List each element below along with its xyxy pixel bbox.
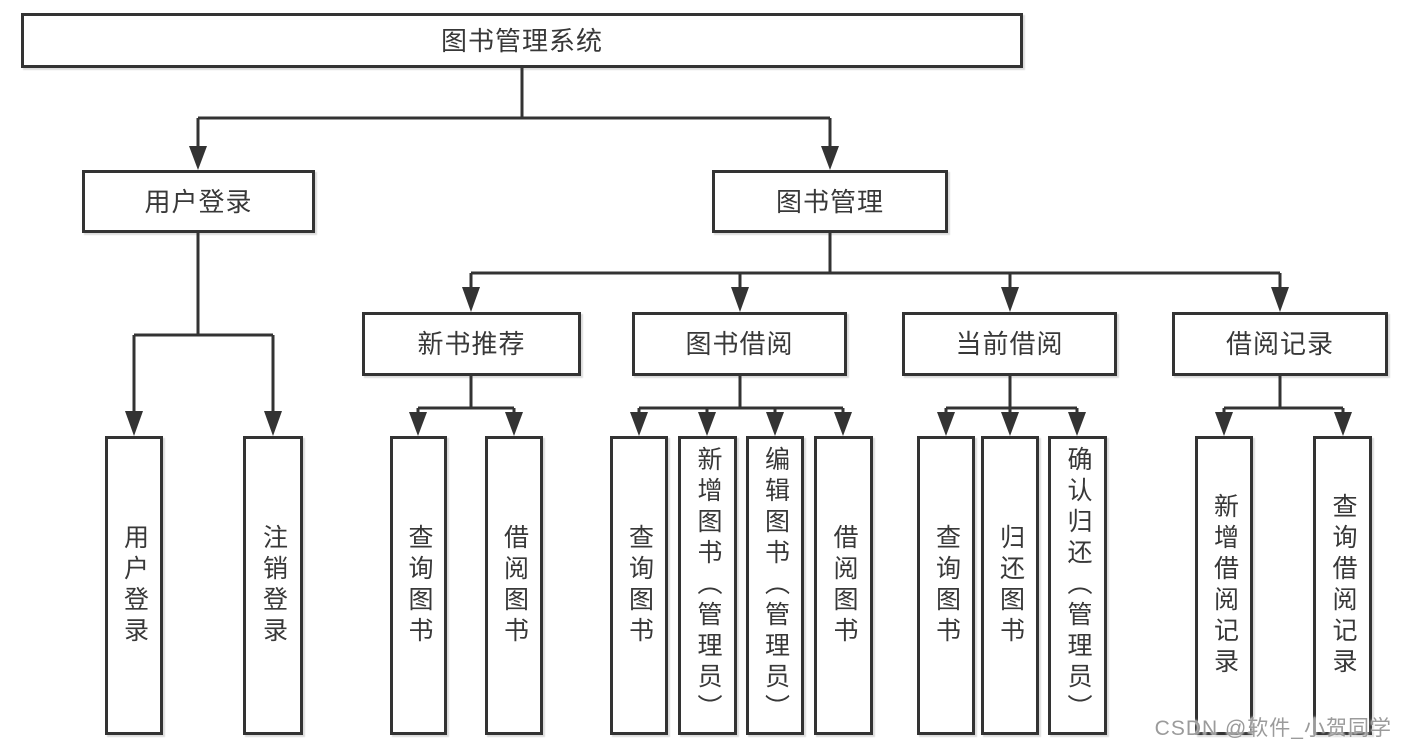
node-label: 借阅图书 [830,523,858,648]
connector-new-book-recommend-children [416,376,516,413]
node-label: 确认归还（管理员） [1064,446,1092,725]
leaf-query-books-borrow: 查询图书 [610,436,668,735]
connector-user-login-children [132,233,275,412]
leaf-return-books: 归还图书 [981,436,1039,735]
node-label: 查询图书 [405,523,433,648]
leaf-add-books-admin: 新增图书（管理员） [678,436,737,735]
leaf-add-borrow-record: 新增借阅记录 [1195,436,1253,735]
node-book-borrow: 图书借阅 [632,312,847,376]
leaf-query-books-recommend: 查询图书 [390,436,447,735]
leaf-borrow-books-recommend: 借阅图书 [485,436,543,735]
node-label: 借阅图书 [500,523,529,648]
node-label: 注销登录 [259,523,288,648]
node-label: 借阅记录 [1225,329,1334,359]
arrowheads [125,146,1352,436]
leaf-logout: 注销登录 [243,436,303,735]
node-user-login: 用户登录 [82,170,315,233]
node-label: 用户登录 [144,186,253,217]
node-label: 查询图书 [625,523,654,648]
node-current-borrow: 当前借阅 [902,312,1117,376]
node-borrow-records: 借阅记录 [1172,312,1388,376]
connector-current-borrow-children [944,376,1079,413]
node-label: 新增借阅记录 [1210,492,1239,679]
node-label: 图书借阅 [685,329,794,359]
node-new-book-recommend: 新书推荐 [362,312,581,376]
connector-book-borrow-children [637,376,845,413]
node-label: 新增图书（管理员） [694,446,722,725]
leaf-query-books-current: 查询图书 [917,436,975,735]
node-label: 图书管理系统 [440,25,603,56]
connector-borrow-records-children [1222,376,1345,413]
node-label: 新书推荐 [417,329,526,359]
csdn-watermark: CSDN @软件_小贺同学 [1154,717,1392,740]
node-label: 用户登录 [120,523,149,648]
node-label: 查询图书 [932,523,961,648]
connector-root-to-level2 [196,68,832,148]
node-label: 图书管理 [775,186,884,217]
node-label: 归还图书 [996,523,1025,648]
leaf-confirm-return-admin: 确认归还（管理员） [1048,436,1107,735]
node-book-management: 图书管理 [712,170,948,233]
leaf-query-borrow-record: 查询借阅记录 [1313,436,1372,735]
leaf-edit-books-admin: 编辑图书（管理员） [746,436,804,735]
leaf-user-login: 用户登录 [105,436,163,735]
connector-book-management-children [469,233,1282,288]
node-label: 当前借阅 [955,329,1064,359]
leaf-borrow-books: 借阅图书 [814,436,873,735]
node-label: 编辑图书（管理员） [761,446,790,725]
node-root-library-management-system: 图书管理系统 [21,13,1023,68]
node-label: 查询借阅记录 [1329,492,1357,679]
